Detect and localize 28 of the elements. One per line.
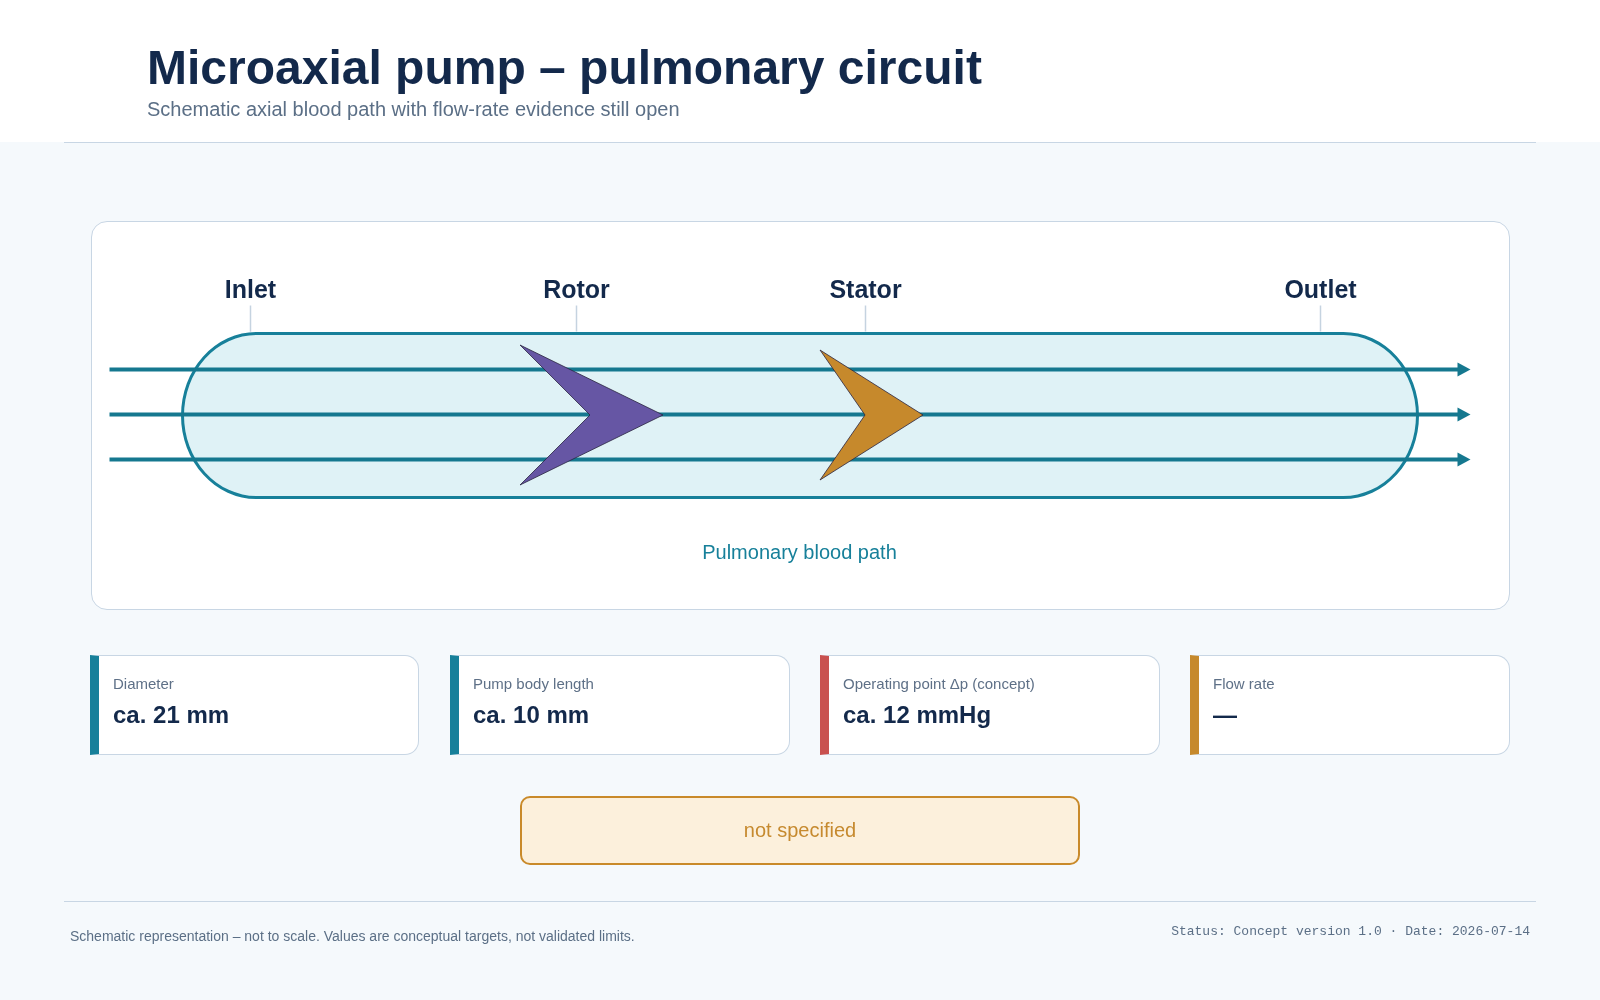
path-caption: Pulmonary blood path [702, 539, 897, 564]
part-label: Stator [829, 273, 902, 304]
leader-line [249, 304, 252, 333]
stat-label: Diameter [113, 675, 174, 693]
leader-line [575, 304, 578, 333]
status-text: Status: Concept version 1.0 · Date: 2026-07-14 [1171, 923, 1530, 941]
stat-value: ca. 12 mmHg [843, 701, 992, 729]
leader-line [864, 304, 867, 333]
part-label: Outlet [1284, 273, 1357, 304]
stat-value: ca. 21 mm [113, 701, 230, 729]
stat-label: Operating point Δp (concept) [843, 675, 1035, 693]
part-label: Inlet [224, 273, 277, 304]
leader-line [1319, 304, 1322, 333]
subtitle: Schematic axial blood path with flow-rate evidence still open [147, 97, 680, 121]
stator-chevron [819, 349, 923, 480]
part-label: Rotor [543, 273, 610, 304]
stat-card [90, 655, 419, 755]
stat-label: Pump body length [473, 675, 594, 693]
stat-card [450, 655, 790, 755]
footnote: Schematic representation – not to scale. Values are conceptual targets, not validated limits. [70, 927, 635, 945]
rotor-chevron [519, 344, 663, 485]
stat-card [820, 655, 1160, 755]
stat-card [1190, 655, 1510, 755]
stat-label: Flow rate [1213, 675, 1275, 693]
status-banner: not specified [520, 796, 1080, 865]
page-title: Microaxial pump – pulmonary circuit [147, 40, 982, 96]
stat-value: — [1213, 701, 1237, 729]
stat-value: ca. 10 mm [473, 701, 590, 729]
